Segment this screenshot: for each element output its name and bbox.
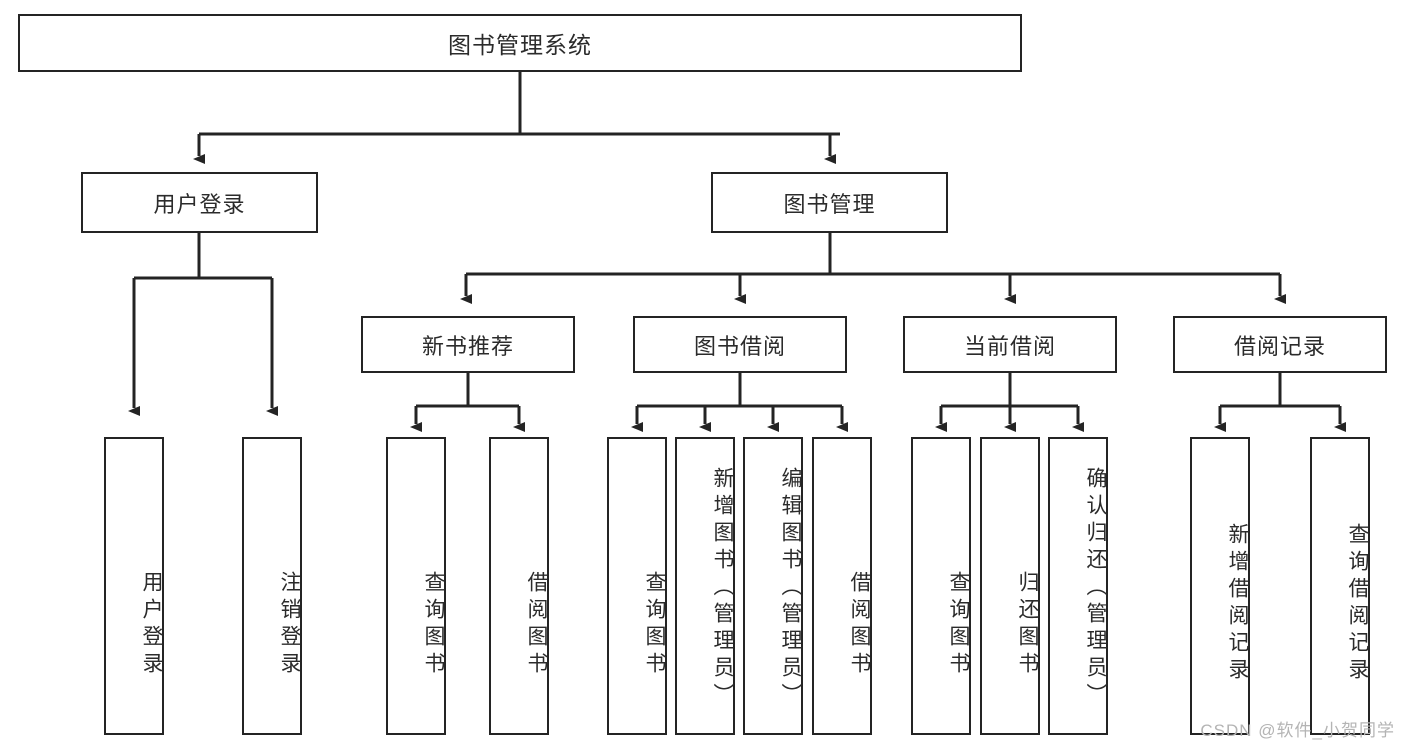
leaf-user-login[interactable]: 用户登录 <box>104 437 164 735</box>
watermark: CSDN @软件_小贺同学 <box>1200 721 1395 740</box>
leaf-user-login-label: 用户登录 <box>140 571 163 679</box>
node-root[interactable]: 图书管理系统 <box>18 14 1022 72</box>
leaf-borrow-book-2[interactable]: 借阅图书 <box>812 437 872 735</box>
node-user-login-label: 用户登录 <box>153 191 246 217</box>
leaf-query-borrow-record[interactable]: 查询借阅记录 <box>1310 437 1370 735</box>
leaf-logout-login-label: 注销登录 <box>278 571 301 679</box>
node-borrow-record[interactable]: 借阅记录 <box>1173 316 1387 373</box>
node-new-book-recommend[interactable]: 新书推荐 <box>361 316 575 373</box>
node-current-borrow-label: 当前借阅 <box>963 333 1056 359</box>
node-book-borrow[interactable]: 图书借阅 <box>633 316 847 373</box>
node-book-management-label: 图书管理 <box>783 191 876 217</box>
leaf-add-borrow-record-label: 新增借阅记录 <box>1226 523 1249 685</box>
leaf-query-book-2[interactable]: 查询图书 <box>607 437 667 735</box>
node-user-login[interactable]: 用户登录 <box>81 172 318 233</box>
node-borrow-record-label: 借阅记录 <box>1233 333 1326 359</box>
leaf-borrow-book-1-label: 借阅图书 <box>525 571 548 679</box>
leaf-edit-book-label: 编辑图书（管理员） <box>779 466 802 710</box>
node-book-management[interactable]: 图书管理 <box>711 172 948 233</box>
leaf-confirm-return-label: 确认归还（管理员） <box>1084 466 1107 710</box>
leaf-borrow-book-2-label: 借阅图书 <box>848 571 871 679</box>
leaf-query-book-1[interactable]: 查询图书 <box>386 437 446 735</box>
leaf-borrow-book-1[interactable]: 借阅图书 <box>489 437 549 735</box>
node-current-borrow[interactable]: 当前借阅 <box>903 316 1117 373</box>
node-book-borrow-label: 图书借阅 <box>693 333 786 359</box>
leaf-query-book-3[interactable]: 查询图书 <box>911 437 971 735</box>
node-root-label: 图书管理系统 <box>448 32 592 58</box>
leaf-confirm-return[interactable]: 确认归还（管理员） <box>1048 437 1108 735</box>
leaf-query-book-3-label: 查询图书 <box>947 571 970 679</box>
node-new-book-recommend-label: 新书推荐 <box>421 333 514 359</box>
leaf-edit-book[interactable]: 编辑图书（管理员） <box>743 437 803 735</box>
leaf-return-book-label: 归还图书 <box>1016 571 1039 679</box>
leaf-logout-login[interactable]: 注销登录 <box>242 437 302 735</box>
leaf-query-book-1-label: 查询图书 <box>422 571 445 679</box>
leaf-query-book-2-label: 查询图书 <box>643 571 666 679</box>
leaf-return-book[interactable]: 归还图书 <box>980 437 1040 735</box>
leaf-add-book-label: 新增图书（管理员） <box>711 466 734 710</box>
leaf-add-book[interactable]: 新增图书（管理员） <box>675 437 735 735</box>
leaf-query-borrow-record-label: 查询借阅记录 <box>1346 523 1369 685</box>
leaf-add-borrow-record[interactable]: 新增借阅记录 <box>1190 437 1250 735</box>
